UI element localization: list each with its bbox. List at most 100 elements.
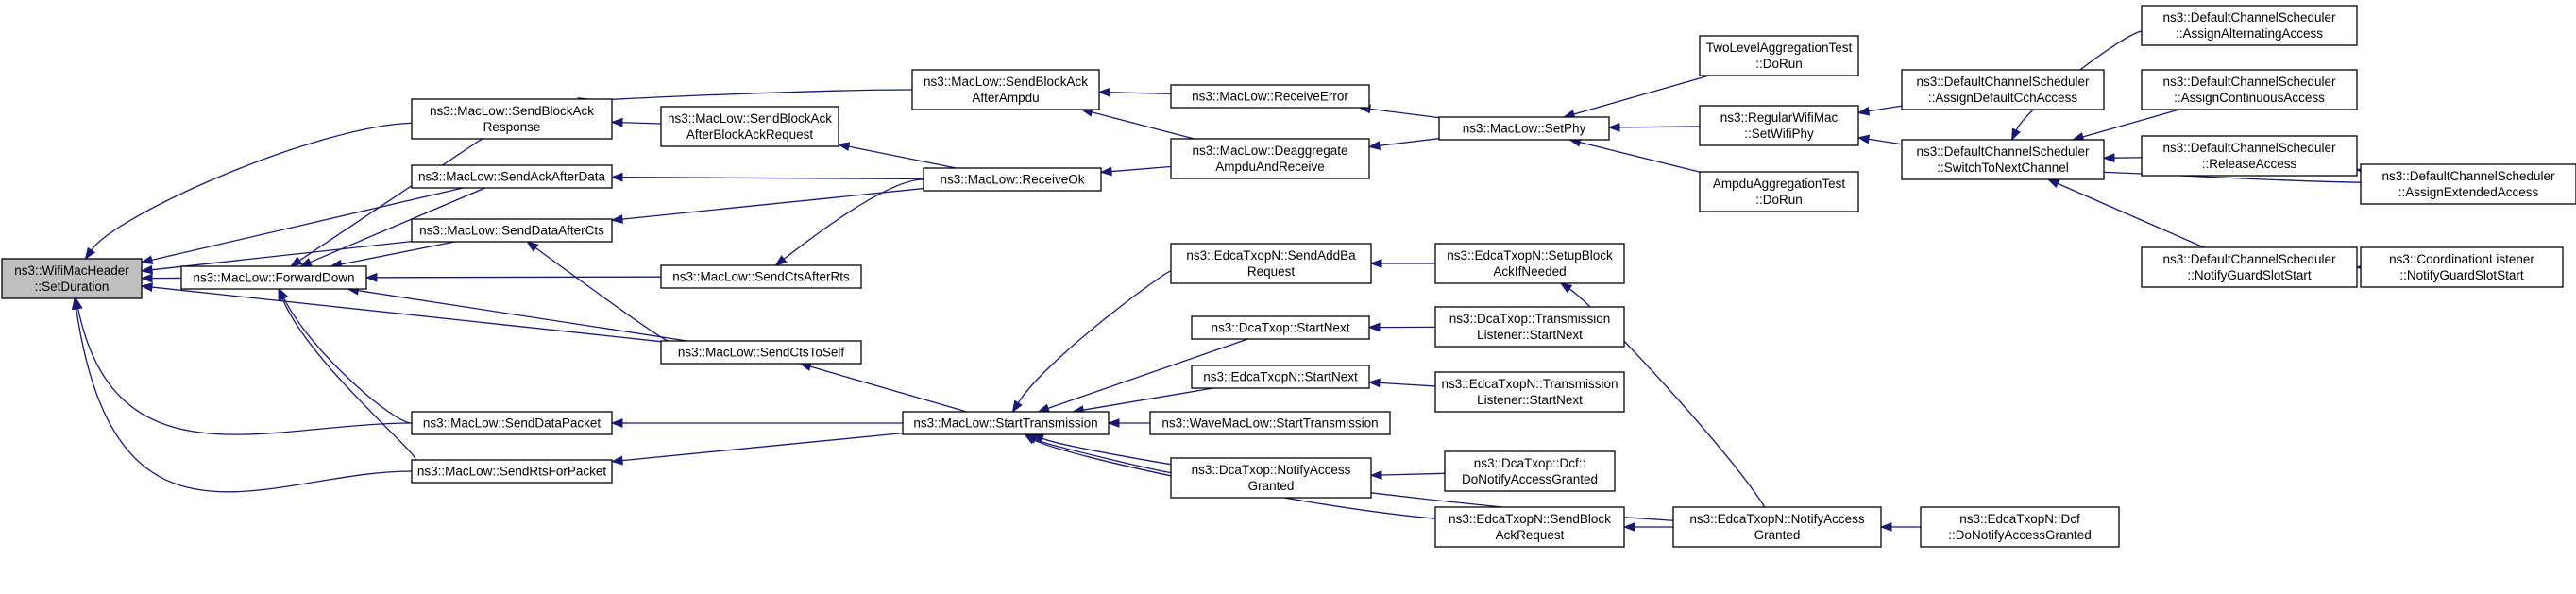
- node-label: ns3::EdcaTxopN::StartNext: [1203, 370, 1358, 384]
- node-label: ::NotifyGuardSlotStart: [2187, 268, 2312, 282]
- node-switchtonextchannel[interactable]: ns3::DefaultChannelScheduler::SwitchToNe…: [1901, 139, 2105, 180]
- node-setduration[interactable]: ns3::WifiMacHeader::SetDuration: [1, 258, 143, 299]
- node-label: ns3::MacLow::SendCtsAfterRts: [672, 270, 850, 284]
- node-box: [1672, 506, 1882, 548]
- node-label: ns3::EdcaTxopN::Dcf: [1959, 512, 2080, 526]
- node-box: [1901, 139, 2105, 180]
- edge-edcatranslistener-to-edcastartnext: [1367, 378, 1436, 388]
- node-sendackafterdata[interactable]: ns3::MacLow::SendAckAfterData: [411, 164, 613, 189]
- node-label: Granted: [1754, 528, 1801, 542]
- node-regularwifimac[interactable]: ns3::RegularWifiMac::SetWifiPhy: [1699, 105, 1859, 146]
- edge-assigndefaultcch-to-regularwifimac: [1856, 105, 1903, 116]
- node-label: ::ReleaseAccess: [2202, 157, 2297, 171]
- node-wavestarttransmission[interactable]: ns3::WaveMacLow::StartTransmission: [1149, 411, 1391, 435]
- node-label: ::NotifyGuardSlotStart: [2399, 268, 2524, 282]
- edge-receiveok-to-sendctsafterrts: [774, 178, 924, 266]
- node-twolevel[interactable]: TwoLevelAggregationTest::DoRun: [1699, 35, 1859, 76]
- node-box: [1699, 171, 1859, 212]
- node-label: ::DoRun: [1755, 57, 1803, 71]
- edge-receiveok-to-sendblockackafterblockackrequest: [837, 142, 957, 169]
- edge-edcanotifyaccessgranted-to-edcasetupblockack: [1559, 282, 1766, 508]
- node-receiveok[interactable]: ns3::MacLow::ReceiveOk: [923, 167, 1102, 192]
- edge-receiveerror-to-sendblockackafterampdu: [1097, 87, 1172, 97]
- node-dcastartnext[interactable]: ns3::DcaTxop::StartNext: [1191, 315, 1370, 340]
- node-label: ns3::MacLow::SendBlockAck: [430, 104, 594, 118]
- node-box: [1170, 138, 1370, 179]
- node-dcanotifyaccessgranted[interactable]: ns3::DcaTxop::NotifyAccessGranted: [1170, 457, 1372, 499]
- node-notifyguardslotstart[interactable]: ns3::DefaultChannelScheduler::NotifyGuar…: [2141, 246, 2358, 288]
- edge-ampduaggregationtest-to-setphy: [1568, 137, 1701, 173]
- node-sendrtsforpacket[interactable]: ns3::MacLow::SendRtsForPacket: [411, 459, 613, 484]
- node-edcatranslistener[interactable]: ns3::EdcaTxopN::TransmissionListener::St…: [1434, 371, 1625, 413]
- node-senddatapacket[interactable]: ns3::MacLow::SendDataPacket: [411, 411, 613, 435]
- edge-starttransmission-to-sendrtsforpacket: [610, 432, 904, 466]
- node-label: ns3::DcaTxop::StartNext: [1211, 321, 1349, 335]
- node-box: [1191, 315, 1370, 340]
- node-assigncontinuous[interactable]: ns3::DefaultChannelScheduler::AssignCont…: [2141, 69, 2358, 110]
- node-label: ns3::MacLow::SendBlockAck: [924, 75, 1088, 89]
- node-starttransmission[interactable]: ns3::MacLow::StartTransmission: [902, 411, 1110, 435]
- node-box: [923, 167, 1102, 192]
- node-box: [411, 164, 613, 189]
- node-sendctsafterrts[interactable]: ns3::MacLow::SendCtsAfterRts: [660, 264, 862, 289]
- node-box: [911, 69, 1100, 110]
- node-assigndefaultcch[interactable]: ns3::DefaultChannelScheduler::AssignDefa…: [1901, 69, 2105, 110]
- node-label: DoNotifyAccessGranted: [1462, 472, 1598, 486]
- edge-deaggregate-to-sendblockackafterampdu: [1080, 108, 1195, 140]
- node-setphy[interactable]: ns3::MacLow::SetPhy: [1438, 116, 1610, 141]
- node-box: [411, 459, 613, 484]
- node-box: [1920, 506, 2120, 548]
- node-assignextended[interactable]: ns3::DefaultChannelScheduler::AssignExte…: [2360, 163, 2576, 205]
- node-sendblockackafterblockackrequest[interactable]: ns3::MacLow::SendBlockAckAfterBlockAckRe…: [660, 106, 839, 147]
- node-releaseaccess[interactable]: ns3::DefaultChannelScheduler::ReleaseAcc…: [2141, 135, 2358, 177]
- node-label: ns3::MacLow::SendCtsToSelf: [678, 346, 845, 360]
- node-label: ns3::EdcaTxopN::SendBlock: [1449, 512, 1611, 526]
- node-label: ::AssignExtendedAccess: [2398, 185, 2539, 199]
- node-senddataafterctsA[interactable]: ns3::MacLow::SendDataAfterCts: [411, 218, 613, 243]
- node-assignalternating[interactable]: ns3::DefaultChannelScheduler::AssignAlte…: [2141, 5, 2358, 46]
- node-box: [2360, 163, 2576, 205]
- node-box: [1434, 306, 1625, 348]
- node-coordinationlistener[interactable]: ns3::CoordinationListener::NotifyGuardSl…: [2360, 246, 2564, 288]
- node-box: [1170, 243, 1372, 284]
- node-label: TwoLevelAggregationTest: [1706, 41, 1853, 55]
- node-ampduaggregationtest[interactable]: AmpduAggregationTest::DoRun: [1699, 171, 1859, 212]
- edge-notifyguardslotstart-to-switchtonextchannel: [2046, 178, 2205, 248]
- node-box: [2141, 5, 2358, 46]
- node-box: [1901, 69, 2105, 110]
- node-receiveerror[interactable]: ns3::MacLow::ReceiveError: [1170, 84, 1370, 109]
- node-box: [1170, 84, 1370, 109]
- node-sendctstoself[interactable]: ns3::MacLow::SendCtsToSelf: [660, 340, 862, 365]
- nodes-layer: ns3::WifiMacHeader::SetDurationns3::MacL…: [1, 5, 2576, 548]
- node-label: ns3::DefaultChannelScheduler: [1916, 144, 2090, 159]
- edge-edcasendaddba-to-starttransmission: [1011, 270, 1172, 414]
- edge-forwarddown-to-setduration: [140, 273, 182, 283]
- node-box: [2360, 246, 2564, 288]
- node-label: AfterAmpdu: [972, 91, 1039, 105]
- node-label: ns3::DefaultChannelScheduler: [2162, 75, 2336, 89]
- node-edcastartnext[interactable]: ns3::EdcaTxopN::StartNext: [1191, 365, 1370, 389]
- node-label: Listener::StartNext: [1477, 328, 1583, 342]
- node-label: ns3::MacLow::SendRtsForPacket: [417, 465, 607, 479]
- node-edcanotifyaccessgranted[interactable]: ns3::EdcaTxopN::NotifyAccessGranted: [1672, 506, 1882, 548]
- node-box: [1699, 35, 1859, 76]
- node-edcadcfdonotify[interactable]: ns3::EdcaTxopN::Dcf::DoNotifyAccessGrant…: [1920, 506, 2120, 548]
- node-forwarddown[interactable]: ns3::MacLow::ForwardDown: [180, 265, 367, 290]
- node-label: ns3::DefaultChannelScheduler: [2162, 141, 2336, 155]
- edge-receiveok-to-senddataafterctsA: [610, 187, 924, 224]
- edge-sendackafterdata-to-setduration: [140, 187, 464, 265]
- node-box: [1434, 243, 1625, 284]
- node-label: ns3::MacLow::SendBlockAck: [668, 111, 832, 126]
- node-label: ::AssignContinuousAccess: [2174, 91, 2325, 105]
- node-label: ::AssignAlternatingAccess: [2176, 26, 2323, 41]
- node-dcadcfdonotify[interactable]: ns3::DcaTxop::Dcf::DoNotifyAccessGranted: [1444, 450, 1616, 492]
- node-dcatranslistener[interactable]: ns3::DcaTxop::TransmissionListener::Star…: [1434, 306, 1625, 348]
- edge-senddatapacket-to-forwarddown: [279, 287, 413, 424]
